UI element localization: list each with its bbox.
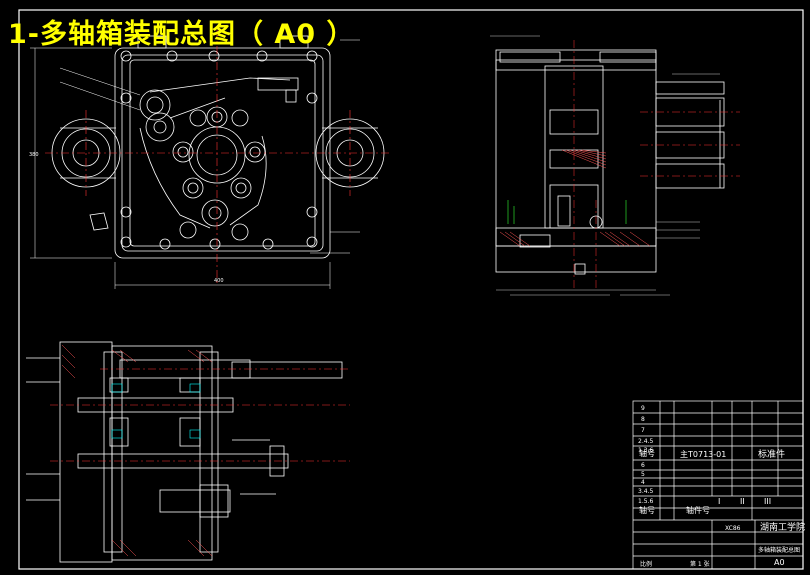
side-section-hatch [499, 149, 651, 247]
title-block-text: 9 8 7 2.4.5 1.3.6 轴号 主T0713-01 标准件 6 5 4… [638, 405, 805, 568]
top-view-dimension-bottom: 400 [214, 278, 224, 284]
tb-standard-parts: 标准件 [758, 448, 785, 460]
top-view-dimensions [30, 39, 360, 289]
tb-sheet-label: 第 1 张 [690, 560, 710, 568]
tb-row-upper-5: 1.3.6 [638, 447, 653, 454]
top-view [51, 35, 385, 259]
tb-row-lower-3: 4 [641, 479, 645, 486]
tb-row-upper-1: 9 [641, 405, 645, 412]
top-view-centerlines [45, 30, 390, 285]
tb-row-lower-4: 3.4.5 [638, 488, 653, 495]
tb-row-lower-2: 5 [641, 471, 645, 478]
tb-drawing-code: XC86 [725, 525, 741, 532]
tb-row-upper-3: 7 [641, 427, 645, 434]
tb-drawing-name: 多轴箱装配总图 [758, 546, 800, 554]
tb-row-upper-4: 2.4.5 [638, 438, 653, 445]
tb-scale-label: 比例 [640, 560, 652, 568]
tb-school-name: 湖南工学院 [760, 521, 805, 533]
side-section-leaders [490, 35, 720, 296]
tb-lower-axis-label: 轴号 [639, 505, 655, 515]
bottom-section-view [26, 341, 343, 563]
title-block [632, 400, 804, 570]
tb-axis-label: 轴号 [639, 448, 655, 458]
bottom-section-cyan [111, 383, 201, 439]
tb-format: A0 [774, 558, 785, 567]
tb-row-lower-1: 6 [641, 462, 645, 469]
tb-roman-1: I [718, 497, 720, 506]
side-section-centerlines [573, 40, 740, 290]
tb-row-upper-2: 8 [641, 416, 645, 423]
drawing-title: 1-多轴箱装配总图（ A0 ） [8, 19, 355, 50]
tb-spindle-code: 主T0713-01 [680, 449, 726, 459]
bottom-section-centerlines [50, 368, 350, 462]
tb-row-lower-5: 1.5.6 [638, 498, 653, 505]
side-section-view [495, 49, 725, 275]
tb-part-no-label: 轴件号 [686, 505, 710, 515]
tb-roman-3: III [764, 497, 771, 506]
bottom-section-hatch [61, 344, 213, 557]
top-view-dimension-left: 380 [29, 152, 39, 158]
tb-roman-2: II [740, 497, 745, 506]
side-section-green-marks [507, 200, 627, 224]
sheet-border [18, 9, 804, 570]
